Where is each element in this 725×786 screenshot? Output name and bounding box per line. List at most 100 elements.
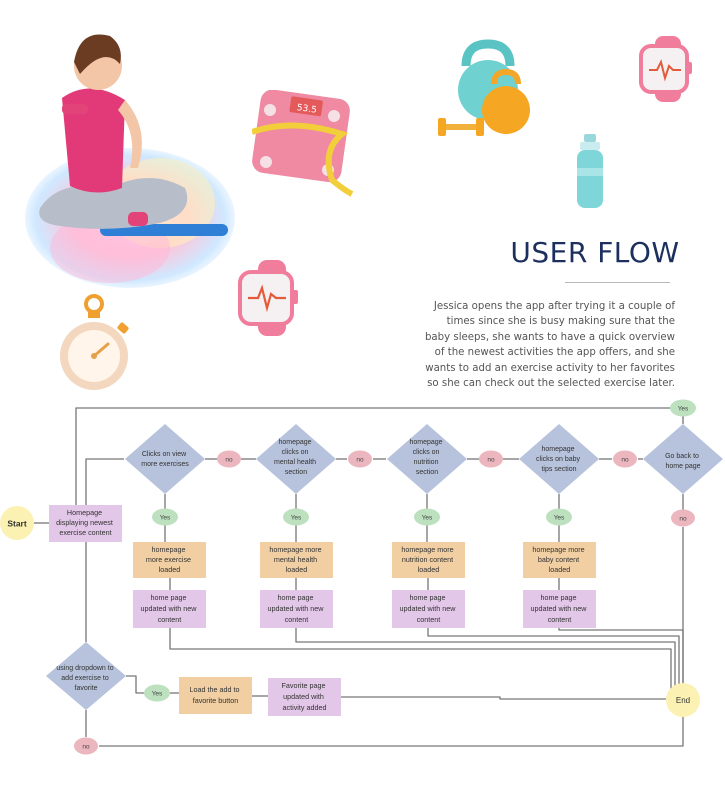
- decision-mental-health: homepage clicks on mental health section: [256, 424, 336, 494]
- decision-line: Clicks on view: [142, 451, 187, 458]
- decision-shape: [643, 424, 723, 494]
- kettlebell-icon: [438, 39, 530, 136]
- no-badge: no: [74, 737, 98, 755]
- no-badge: no: [348, 450, 372, 468]
- yes-label: Yes: [678, 406, 689, 413]
- svg-text:homepage more exercise: homepage more exercise loaded: [146, 545, 193, 574]
- yes-label: Yes: [554, 515, 565, 522]
- process-shape: [260, 590, 333, 628]
- svg-text:home page updated with n: home page updated with new content: [400, 593, 458, 624]
- process-line: updated with new: [141, 604, 198, 613]
- homepage-process-shape: [49, 505, 122, 542]
- svg-text:homepage more mental hea: homepage more mental health loaded: [269, 545, 323, 574]
- decision-line: clicks on: [282, 449, 309, 456]
- connector-favorite-end: [341, 696, 666, 700]
- decision-line: section: [416, 469, 438, 476]
- decision-dropdown-favorite: using dropdown to add exercise to favori…: [46, 642, 126, 710]
- process-line: home page: [541, 593, 577, 602]
- svg-text:Go back to home page: Go back to home page: [665, 453, 701, 470]
- process-loaded-nutrition: homepage more nutrition content loaded: [392, 542, 465, 578]
- process-shape: [523, 590, 596, 628]
- process-line: home page: [151, 593, 187, 602]
- process-line: mental health: [274, 555, 317, 564]
- process-line: loaded: [549, 565, 571, 574]
- svg-text:homepage more nutrition: homepage more nutrition content loaded: [401, 545, 455, 574]
- process-line: Load the add to: [190, 685, 240, 694]
- connector-updated-3-end: [427, 628, 680, 684]
- process-line: updated with: [283, 692, 324, 701]
- process-line: homepage: [152, 545, 186, 554]
- process-line: Favorite page: [282, 681, 326, 690]
- page-title: USER FLOW: [510, 236, 680, 269]
- process-line: loaded: [286, 565, 308, 574]
- process-line: loaded: [418, 565, 440, 574]
- process-loaded-mental-health: homepage more mental health loaded: [260, 542, 333, 578]
- no-badge: no: [217, 450, 241, 468]
- end-node-label: End: [676, 696, 690, 705]
- yes-badge: Yes: [152, 508, 178, 526]
- svg-text:homepage clicks on: homepage clicks on mental health section: [274, 439, 318, 476]
- process-loaded-exercise: homepage more exercise loaded: [133, 542, 206, 578]
- svg-text:Clicks on view more exe: Clicks on view more exercises: [141, 451, 189, 468]
- yes-badge: Yes: [283, 508, 309, 526]
- yes-badge: Yes: [414, 508, 440, 526]
- homepage-line: displaying newest: [56, 518, 113, 527]
- decision-baby-tips: homepage clicks on baby tips section: [519, 424, 599, 494]
- process-line: home page: [410, 593, 446, 602]
- decision-shape: [256, 424, 336, 494]
- process-line: loaded: [159, 565, 181, 574]
- title-divider: [565, 282, 670, 283]
- process-shape: [133, 590, 206, 628]
- process-line: home page: [278, 593, 314, 602]
- process-shape: [523, 542, 596, 578]
- connector-no-end: [99, 716, 684, 747]
- svg-text:homepage clicks on: homepage clicks on nutrition section: [409, 439, 444, 476]
- decision-line: clicks on baby: [536, 456, 580, 463]
- process-shape: [133, 542, 206, 578]
- decision-line: section: [285, 469, 307, 476]
- process-line: homepage more: [401, 545, 453, 554]
- process-line: homepage more: [532, 545, 584, 554]
- process-line: baby content: [538, 555, 579, 564]
- smartwatch-icon: [639, 36, 692, 102]
- process-load-favorite-button: Load the add to favorite button: [179, 677, 252, 714]
- decision-line: clicks on: [413, 449, 440, 456]
- no-label: no: [679, 516, 687, 523]
- connector-homepage-to-decision: [85, 458, 124, 505]
- no-label: no: [356, 457, 364, 464]
- yes-label: Yes: [291, 515, 302, 522]
- decision-line: home page: [665, 463, 700, 470]
- decision-shape: [387, 424, 467, 494]
- yes-label: Yes: [160, 515, 171, 522]
- decision-line: favorite: [75, 685, 98, 692]
- no-label: no: [487, 457, 495, 464]
- yes-badge: Yes: [546, 508, 572, 526]
- process-line: content: [158, 615, 182, 624]
- no-label: no: [82, 744, 90, 751]
- stopwatch-icon: [60, 294, 129, 390]
- process-line: content: [285, 615, 309, 624]
- scale-display: 53.5: [296, 103, 317, 116]
- svg-text:home page updated with n: home page updated with new content: [268, 593, 326, 624]
- decision-line: more exercises: [141, 461, 189, 468]
- no-badge: no: [671, 509, 695, 527]
- decision-go-back-home: Go back to home page: [643, 424, 723, 494]
- decision-line: homepage: [409, 439, 442, 446]
- decision-line: homepage: [541, 446, 574, 453]
- decision-line: tips section: [541, 466, 576, 473]
- start-node-shape: [0, 506, 34, 540]
- process-line: nutrition content: [402, 555, 453, 564]
- process-line: homepage more: [269, 545, 321, 554]
- scale-with-tape-illustration: 53.5: [252, 90, 354, 197]
- homepage-line: exercise content: [59, 528, 111, 537]
- process-line: more exercise: [146, 555, 191, 564]
- process-line: updated with new: [268, 604, 325, 613]
- connector-updated-2-end: [295, 628, 676, 686]
- svg-text:using dropdown to add ex: using dropdown to add exercise to favori…: [56, 665, 115, 692]
- process-line: activity added: [283, 703, 327, 712]
- yes-badge: Yes: [144, 684, 170, 702]
- start-node-label: Start: [7, 519, 27, 529]
- decision-nutrition: homepage clicks on nutrition section: [387, 424, 467, 494]
- svg-text:homepage more baby conte: homepage more baby content loaded: [532, 545, 586, 574]
